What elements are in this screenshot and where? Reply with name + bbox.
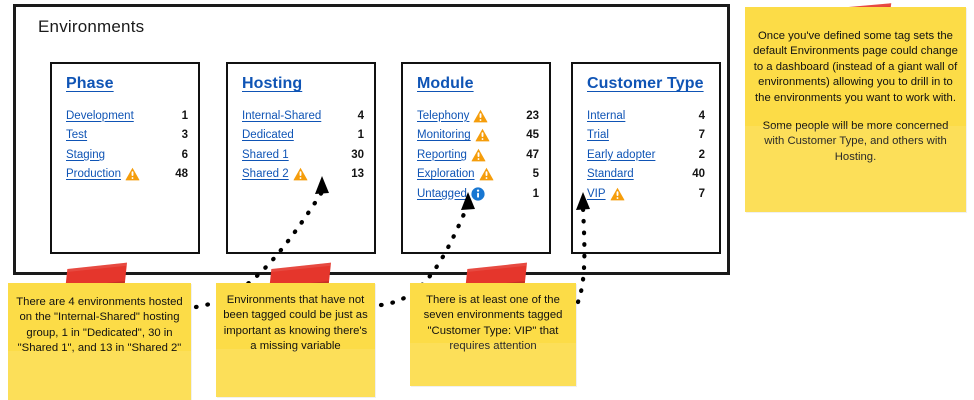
facet-row-label[interactable]: Internal-Shared <box>242 109 322 122</box>
facet-row[interactable]: VIP 7 <box>587 184 709 204</box>
sticky-note-text-para-2: Some people will be more concerned with … <box>762 120 949 163</box>
facet-row-label[interactable]: Untagged <box>417 187 467 200</box>
warning-icon[interactable] <box>475 128 490 142</box>
facet-row[interactable]: Standard 40 <box>587 165 709 185</box>
facet-row[interactable]: Staging 6 <box>66 145 188 165</box>
facet-row-label[interactable]: Trial <box>587 129 609 142</box>
facet-row-count: 4 <box>698 109 705 122</box>
facet-row-label[interactable]: Standard <box>587 168 634 181</box>
sticky-note-hosting: There are 4 environments hosted on the "… <box>8 283 191 400</box>
facet-row[interactable]: Shared 2 13 <box>242 165 364 185</box>
facet-row-count: 4 <box>357 109 364 122</box>
facet-row-count: 48 <box>175 168 188 181</box>
facet-row-count: 3 <box>181 129 188 142</box>
facet-row-label[interactable]: Shared 1 <box>242 148 289 161</box>
facet-row[interactable]: Test 3 <box>66 126 188 146</box>
facet-row-count: 1 <box>357 129 364 142</box>
facet-row-label[interactable]: Dedicated <box>242 129 294 142</box>
facet-row[interactable]: Early adopter 2 <box>587 145 709 165</box>
facet-row[interactable]: Dedicated 1 <box>242 126 364 146</box>
facet-row-label[interactable]: Exploration <box>417 168 475 181</box>
facet-row-count: 47 <box>526 148 539 161</box>
facet-row-label[interactable]: Monitoring <box>417 129 471 142</box>
facet-row-count: 7 <box>698 129 705 142</box>
facet-row[interactable]: Reporting 47 <box>417 145 539 165</box>
facet-row-label[interactable]: VIP <box>587 187 606 200</box>
facet-row[interactable]: Internal-Shared 4 <box>242 106 364 126</box>
facet-row-label[interactable]: Telephony <box>417 109 470 122</box>
sticky-note-text: There is at least one of the seven envir… <box>423 294 563 353</box>
facet-row[interactable]: Shared 1 30 <box>242 145 364 165</box>
sticky-note-vip: There is at least one of the seven envir… <box>410 283 576 386</box>
info-icon[interactable] <box>471 187 485 201</box>
facet-row-label[interactable]: Development <box>66 109 134 122</box>
sticky-note-dashboard-idea: Once you've defined some tag sets the de… <box>745 7 966 212</box>
facet-row-count: 6 <box>181 148 188 161</box>
warning-icon[interactable] <box>473 109 488 123</box>
facet-title[interactable]: Hosting <box>242 75 303 92</box>
facet-row[interactable]: Trial 7 <box>587 126 709 146</box>
facet-title[interactable]: Phase <box>66 75 114 92</box>
facet-row-count: 5 <box>532 168 539 181</box>
facet-row-label[interactable]: Reporting <box>417 148 467 161</box>
facet-row-count: 40 <box>692 168 705 181</box>
facet-row[interactable]: Production 48 <box>66 165 188 185</box>
facet-row[interactable]: Exploration 5 <box>417 165 539 185</box>
facet-row-label[interactable]: Shared 2 <box>242 168 289 181</box>
facet-row-count: 30 <box>351 148 364 161</box>
sticky-note-text-para-1: Once you've defined some tag sets the de… <box>753 30 958 104</box>
facet-row[interactable]: Telephony 23 <box>417 106 539 126</box>
facet-row[interactable]: Untagged 1 <box>417 184 539 204</box>
facet-row-count: 2 <box>698 148 705 161</box>
sticky-note-text: Environments that have not been tagged c… <box>223 294 368 353</box>
facet-row-count: 1 <box>181 109 188 122</box>
facet-row[interactable]: Internal 4 <box>587 106 709 126</box>
warning-icon[interactable] <box>610 187 625 201</box>
facet-row-label[interactable]: Staging <box>66 148 106 161</box>
warning-icon[interactable] <box>125 167 140 181</box>
facet-row-label[interactable]: Internal <box>587 109 626 122</box>
page-title: Environments <box>38 17 145 36</box>
warning-icon[interactable] <box>479 167 494 181</box>
facet-title[interactable]: Customer Type <box>587 75 704 92</box>
warning-icon[interactable] <box>293 167 308 181</box>
facet-row-count: 45 <box>526 129 539 142</box>
facet-row-label[interactable]: Early adopter <box>587 148 656 161</box>
facet-row[interactable]: Development 1 <box>66 106 188 126</box>
facet-row-label[interactable]: Test <box>66 129 88 142</box>
facet-row-count: 7 <box>698 187 705 200</box>
facet-row-label[interactable]: Production <box>66 168 121 181</box>
warning-icon[interactable] <box>471 148 486 162</box>
facet-title[interactable]: Module <box>417 75 474 92</box>
sticky-note-text: There are 4 environments hosted on the "… <box>16 296 183 355</box>
sticky-note-untagged: Environments that have not been tagged c… <box>216 283 375 397</box>
facet-row-count: 1 <box>532 187 539 200</box>
facet-row[interactable]: Monitoring 45 <box>417 126 539 146</box>
facet-row-count: 23 <box>526 109 539 122</box>
facet-row-count: 13 <box>351 168 364 181</box>
